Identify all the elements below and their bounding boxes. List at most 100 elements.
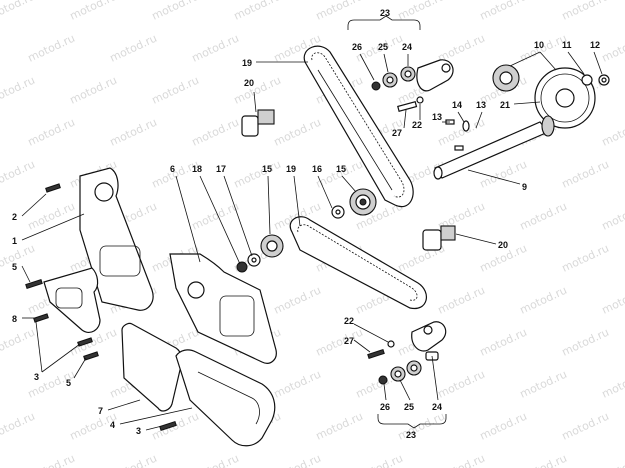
callout-20-upper: 20 xyxy=(244,78,254,88)
washer-18 xyxy=(236,261,248,273)
callout-18: 18 xyxy=(192,164,202,174)
watermark-text: motod.ru xyxy=(518,368,569,401)
watermark-text: motod.ru xyxy=(190,452,241,468)
watermark-text: motod.ru xyxy=(396,410,447,443)
callout-13-left: 13 xyxy=(432,112,442,122)
callout-5-upper: 5 xyxy=(12,262,17,272)
callout-1: 1 xyxy=(12,236,17,246)
pulley-upper xyxy=(349,188,377,216)
callout-labels: 2 1 5 8 3 5 7 4 3 6 18 17 15 19 16 15 19… xyxy=(12,8,600,440)
watermark-text: motod.ru xyxy=(478,410,529,443)
washer-17 xyxy=(247,253,261,267)
callout-15-lower: 15 xyxy=(262,164,272,174)
callout-23-upper: 23 xyxy=(380,8,390,18)
watermark-text: motod.ru xyxy=(478,326,529,359)
spacer-20-lower xyxy=(422,225,456,251)
belt-housing-6 xyxy=(169,253,277,364)
watermark-text: motod.ru xyxy=(560,410,611,443)
watermark-text: motod.ru xyxy=(314,410,365,443)
callout-22-lower: 22 xyxy=(344,316,354,326)
watermark-text: motod.ru xyxy=(150,74,201,107)
callout-25-lower: 25 xyxy=(404,402,414,412)
callout-15-upper: 15 xyxy=(336,164,346,174)
watermark-text: motod.ru xyxy=(518,200,569,233)
timing-belt-lower xyxy=(289,216,427,310)
watermark-text: motod.ru xyxy=(150,0,201,23)
watermark-text: motod.ru xyxy=(0,0,37,23)
callout-26-lower: 26 xyxy=(380,402,390,412)
watermark-text: motod.ru xyxy=(396,0,447,23)
bolt-27-upper xyxy=(397,96,424,112)
watermark-text: motod.ru xyxy=(314,0,365,23)
watermark-text: motod.ru xyxy=(436,284,487,317)
leader-lines xyxy=(21,15,603,431)
watermark-text: motod.ru xyxy=(232,0,283,23)
callout-27-lower: 27 xyxy=(344,336,354,346)
callout-20-lower: 20 xyxy=(498,240,508,250)
watermark-text: motod.ru xyxy=(600,368,625,401)
watermark-text: motod.ru xyxy=(190,200,241,233)
watermark-text: motod.ru xyxy=(0,410,37,443)
bolt-5-upper xyxy=(25,278,43,290)
watermark-text: motod.ru xyxy=(518,284,569,317)
bolt-3-b xyxy=(77,337,93,347)
callout-22-upper: 22 xyxy=(412,120,422,130)
watermark-text: motod.ru xyxy=(272,284,323,317)
nut-11 xyxy=(581,74,593,86)
bolt-2 xyxy=(45,183,61,193)
watermark-text: motod.ru xyxy=(0,74,37,107)
watermark-text: motod.ru xyxy=(108,452,159,468)
watermark-text: motod.ru xyxy=(600,284,625,317)
pulley-15-lower xyxy=(260,234,284,258)
tensioner-bracket-lower xyxy=(411,321,447,361)
watermark-text: motod.ru xyxy=(560,326,611,359)
bolt-5-lower xyxy=(83,351,99,361)
callout-4: 4 xyxy=(110,420,115,430)
watermark-text: motod.ru xyxy=(560,242,611,275)
watermark-text: motod.ru xyxy=(0,242,37,275)
camshaft-9 xyxy=(433,115,555,180)
camshaft-gear-large xyxy=(534,67,596,129)
watermark-text: motod.ru xyxy=(600,32,625,65)
watermark-text: motod.ru xyxy=(108,116,159,149)
watermark-text: motod.ru xyxy=(560,0,611,23)
watermark-text: motod.ru xyxy=(272,368,323,401)
bolt-3-lower xyxy=(159,420,177,432)
callout-23-lower: 23 xyxy=(406,430,416,440)
washer-16 xyxy=(331,205,345,219)
bolt-3-a xyxy=(33,313,49,323)
callout-9: 9 xyxy=(522,182,527,192)
callout-16: 16 xyxy=(312,164,322,174)
callout-12: 12 xyxy=(590,40,600,50)
watermark-text: motod.ru xyxy=(478,0,529,23)
watermark-text: motod.ru xyxy=(354,452,405,468)
callout-17: 17 xyxy=(216,164,226,174)
watermark-text: motod.ru xyxy=(190,116,241,149)
callout-19-lower: 19 xyxy=(286,164,296,174)
callout-6: 6 xyxy=(170,164,175,174)
watermark-text: motod.ru xyxy=(560,158,611,191)
callout-3-lower: 3 xyxy=(136,426,141,436)
callout-7: 7 xyxy=(98,406,103,416)
callout-3-left: 3 xyxy=(34,372,39,382)
watermark-text: motod.ru xyxy=(26,116,77,149)
watermark-text: motod.ru xyxy=(436,368,487,401)
washer-14 xyxy=(462,120,470,132)
callout-2: 2 xyxy=(12,212,17,222)
bearing-set-lower xyxy=(378,360,422,385)
watermark-text: motod.ru xyxy=(232,158,283,191)
watermark-text: motod.ru xyxy=(26,452,77,468)
watermark-text: motod.ru xyxy=(272,452,323,468)
callout-19-upper: 19 xyxy=(242,58,252,68)
callout-27-upper: 27 xyxy=(392,128,402,138)
spacer-20-upper xyxy=(241,109,275,137)
bolt-27-lower xyxy=(367,340,395,360)
callout-13-right: 13 xyxy=(476,100,486,110)
callout-24-lower: 24 xyxy=(432,402,442,412)
watermark-text: motod.ru xyxy=(150,158,201,191)
callout-5-lower: 5 xyxy=(66,378,71,388)
callout-24-upper: 24 xyxy=(402,42,412,52)
watermark-text: motod.ru xyxy=(600,452,625,468)
